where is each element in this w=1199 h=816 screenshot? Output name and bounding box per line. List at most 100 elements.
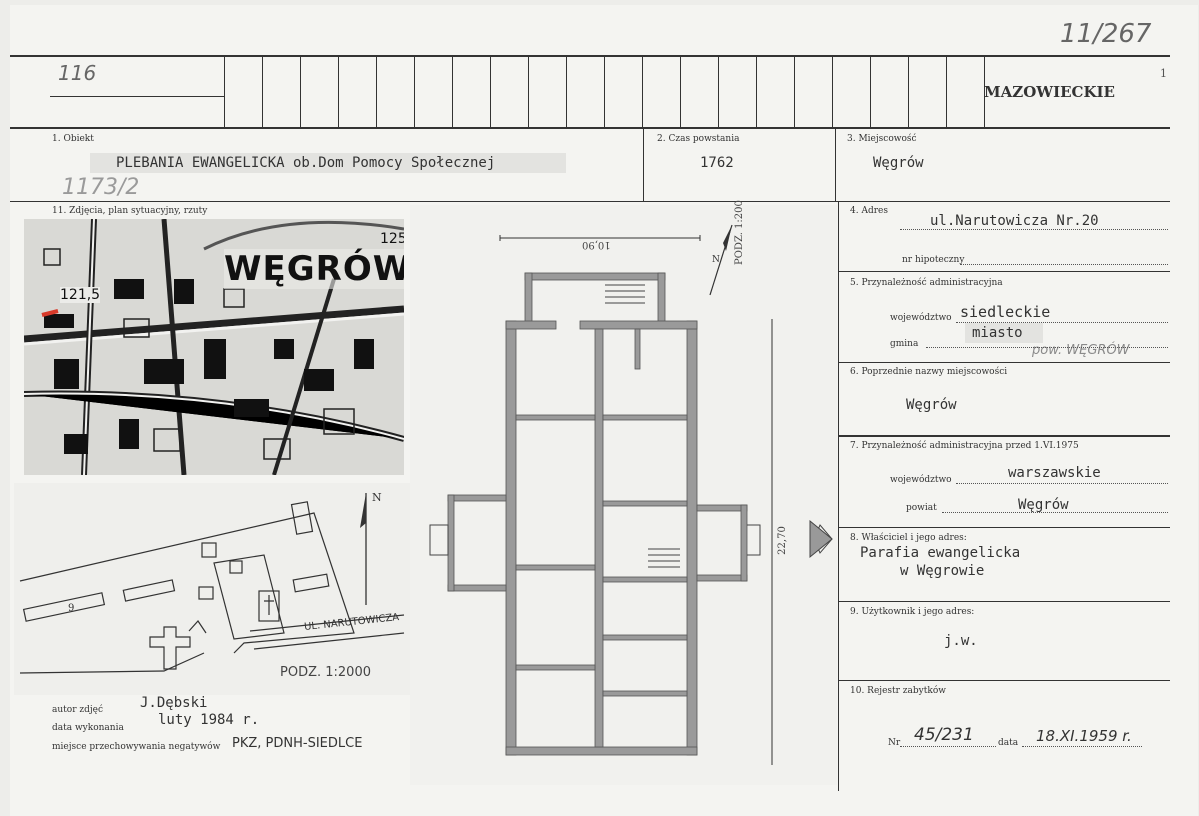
divider bbox=[835, 129, 836, 201]
header-cell-divider bbox=[490, 57, 491, 127]
nr-hipoteczny-label: nr hipoteczny bbox=[902, 255, 965, 265]
czas-value: 1762 bbox=[700, 155, 734, 171]
header-cell-divider bbox=[680, 57, 681, 127]
zdjecia-label: 11. Zdjęcia, plan sytuacyjny, rzuty bbox=[52, 206, 208, 216]
map-graphic bbox=[24, 219, 404, 475]
rejestr-data-value: 18.XI.1959 r. bbox=[1036, 727, 1132, 745]
obiekt-label: 1. Obiekt bbox=[52, 134, 94, 144]
floor-plan-north: N bbox=[712, 255, 720, 265]
map-elevation-1: 121,5 bbox=[60, 287, 101, 303]
powiat-value: Węgrów bbox=[1018, 497, 1069, 513]
header-cell-divider bbox=[604, 57, 605, 127]
wlasciciel-line1: Parafia ewangelicka bbox=[860, 545, 1021, 561]
row-rule bbox=[838, 680, 1170, 681]
floor-plan-scale: PODZ. 1:200 bbox=[734, 200, 745, 265]
woj-dots bbox=[956, 322, 1168, 323]
gmina-value: miasto bbox=[972, 325, 1023, 341]
miejsce-label: miejsce przechowywania negatywów bbox=[52, 742, 221, 752]
miejsce-value: PKZ, PDNH-SIEDLCE bbox=[232, 736, 363, 751]
przed-woj-label: województwo bbox=[890, 475, 952, 485]
autor-value: J.Dębski bbox=[140, 695, 208, 711]
row-rule bbox=[838, 362, 1170, 363]
przed-woj-value: warszawskie bbox=[1008, 465, 1101, 481]
wlasciciel-line2: w Węgrowie bbox=[900, 563, 985, 579]
header-cell-divider bbox=[908, 57, 909, 127]
przed-label: 7. Przynależność administracyjna przed 1… bbox=[850, 441, 1079, 451]
divider bbox=[643, 129, 644, 201]
header-cell-divider bbox=[224, 57, 225, 127]
header-cell-divider bbox=[984, 57, 985, 127]
site-plan-drawing bbox=[19, 493, 405, 674]
header-cell-divider bbox=[756, 57, 757, 127]
obiekt-value: PLEBANIA EWANGELICKA ob.Dom Pomocy Społe… bbox=[116, 155, 496, 171]
floor-plan-drawing bbox=[429, 224, 833, 765]
map-town-name: WĘGRÓW bbox=[224, 249, 404, 289]
miejscowosc-label: 3. Miejscowość bbox=[847, 134, 917, 144]
rejestr-data-label: data bbox=[998, 738, 1019, 748]
header-cell-divider bbox=[338, 57, 339, 127]
header-cell-divider bbox=[832, 57, 833, 127]
data-label: data wykonania bbox=[52, 723, 124, 733]
header-top-rule bbox=[10, 55, 1170, 57]
header-cell-divider bbox=[870, 57, 871, 127]
floor-plan-dim-top: 10,90 bbox=[582, 239, 611, 250]
przynaleznosc-note: pow. WĘGRÓW bbox=[1032, 343, 1130, 358]
top-number: 11/267 bbox=[1060, 19, 1152, 49]
rejestr-data-dots bbox=[1022, 746, 1142, 747]
header-cell-divider bbox=[718, 57, 719, 127]
header-cell-divider bbox=[300, 57, 301, 127]
site-plan-mark: 9 bbox=[68, 603, 75, 614]
adres-value: ul.Narutowicza Nr.20 bbox=[930, 213, 1099, 229]
gmina-dots bbox=[926, 347, 1168, 348]
uzytkownik-value: j.w. bbox=[944, 633, 978, 649]
card-number-rule bbox=[50, 96, 224, 97]
uzytkownik-label: 9. Użytkownik i jego adres: bbox=[850, 607, 975, 617]
row-rule bbox=[838, 601, 1170, 602]
header-cell-divider bbox=[376, 57, 377, 127]
header-cell-divider bbox=[452, 57, 453, 127]
rejestr-nr-dots bbox=[900, 746, 996, 747]
header-cell-divider bbox=[262, 57, 263, 127]
wojewodztwo-value: siedleckie bbox=[960, 303, 1051, 321]
adres-dots bbox=[900, 229, 1168, 230]
wlasciciel-label: 8. Właściciel i jego adres: bbox=[850, 533, 967, 543]
rejestr-nr-label: Nr bbox=[888, 738, 901, 748]
poprzednie-value: Węgrów bbox=[906, 397, 957, 413]
inventory-card: 11/267 116 MAZOWIECKIE 1 1. Obiekt PLEBA… bbox=[10, 5, 1198, 816]
header-cell-divider bbox=[794, 57, 795, 127]
region-name: MAZOWIECKIE bbox=[984, 83, 1115, 101]
row-rule bbox=[838, 527, 1170, 528]
data-value: luty 1984 r. bbox=[158, 712, 260, 728]
header-cell-divider bbox=[642, 57, 643, 127]
header-cell-divider bbox=[566, 57, 567, 127]
floor-plan-dim-side: 22,70 bbox=[776, 526, 788, 555]
row-rule bbox=[838, 435, 1170, 437]
rejestr-nr-value: 45/231 bbox=[914, 725, 974, 745]
row-rule bbox=[10, 201, 1170, 202]
poprzednie-label: 6. Poprzednie nazwy miejscowości bbox=[850, 367, 1008, 377]
nr-dots bbox=[960, 264, 1168, 265]
side-mark: 1 bbox=[1160, 67, 1167, 80]
right-column-divider bbox=[838, 201, 839, 791]
autor-label: autor zdjęć bbox=[52, 705, 104, 715]
rejestr-label: 10. Rejestr zabytków bbox=[850, 686, 946, 696]
przed-woj-dots bbox=[956, 483, 1168, 484]
obiekt-note: 1173/2 bbox=[62, 175, 140, 200]
gmina-typed-strip bbox=[965, 323, 1043, 343]
floor-plan: 10,90 22,70 PODZ. 1:200 N bbox=[410, 200, 837, 785]
map-elevation-2: 125 bbox=[380, 231, 404, 247]
site-plan-scale: PODZ. 1:2000 bbox=[280, 665, 371, 680]
header-bottom-rule bbox=[10, 127, 1170, 129]
map-photo: WĘGRÓW 121,5 125 bbox=[24, 219, 404, 475]
przynaleznosc-label: 5. Przynależność administracyjna bbox=[850, 278, 1003, 288]
wojewodztwo-label: województwo bbox=[890, 313, 952, 323]
gmina-label: gmina bbox=[890, 339, 919, 349]
adres-label: 4. Adres bbox=[850, 206, 888, 216]
site-plan-north: N bbox=[372, 491, 382, 504]
site-plan: 9 N UL. NARUTOWICZA PODZ. 1:2000 bbox=[14, 483, 410, 695]
row-rule bbox=[838, 271, 1170, 272]
card-number: 116 bbox=[58, 61, 97, 85]
obiekt-typed-strip bbox=[90, 153, 566, 173]
powiat-dots bbox=[942, 512, 1168, 513]
miejscowosc-value: Węgrów bbox=[873, 155, 924, 171]
